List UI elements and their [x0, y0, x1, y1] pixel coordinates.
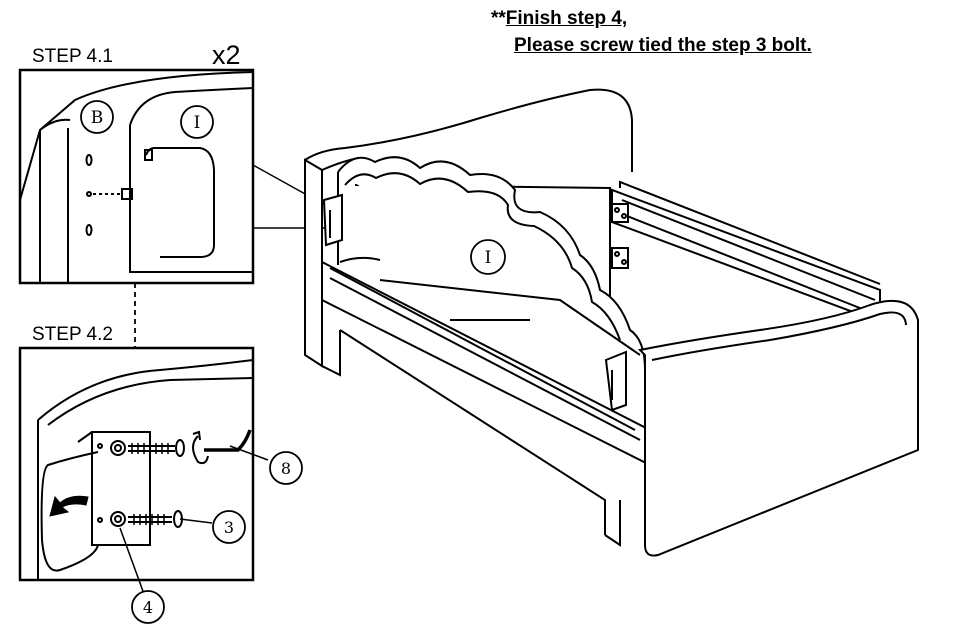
svg-text:I: I — [485, 248, 492, 268]
svg-text:B: B — [91, 108, 104, 128]
daybed-drawing — [304, 88, 919, 557]
instruction-note-line1: **Finish step 4, — [491, 8, 627, 30]
step-4-1-label: STEP 4.1 — [32, 46, 113, 67]
note-text-line1: Finish step 4, — [505, 8, 628, 29]
callout-3: 3 — [212, 510, 246, 544]
quantity-multiplier: x2 — [212, 40, 241, 70]
callout-8: 8 — [269, 451, 303, 485]
instruction-note-line2: Please screw tied the step 3 bolt. — [514, 35, 812, 56]
note-prefix: ** — [491, 8, 506, 29]
step-4-2-detail — [18, 346, 269, 595]
step-4-2-label: STEP 4.2 — [32, 324, 113, 345]
step-4-1-detail: B I — [18, 68, 255, 285]
callout-i-main: I — [470, 239, 506, 275]
callout-i-detail: I — [180, 105, 214, 139]
svg-text:I: I — [194, 113, 201, 133]
svg-text:3: 3 — [224, 518, 234, 537]
svg-text:8: 8 — [281, 459, 291, 478]
svg-text:4: 4 — [143, 598, 153, 617]
callout-b: B — [80, 100, 114, 134]
callout-4: 4 — [131, 590, 165, 624]
